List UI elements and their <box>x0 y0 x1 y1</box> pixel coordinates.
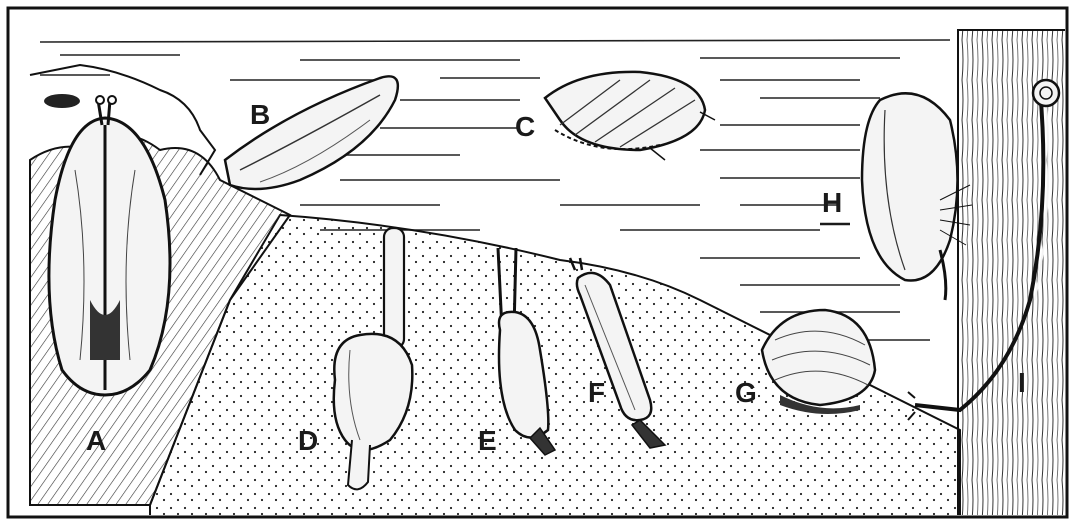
label-f: F <box>588 377 605 408</box>
label-b: B <box>250 99 270 130</box>
label-c: C <box>515 111 535 142</box>
label-a: A <box>86 425 106 456</box>
label-d: D <box>298 425 318 456</box>
label-g: G <box>735 377 757 408</box>
label-h: H <box>822 187 842 218</box>
label-e: E <box>478 425 497 456</box>
rock-hole <box>44 94 80 108</box>
label-i: I <box>1018 367 1026 398</box>
